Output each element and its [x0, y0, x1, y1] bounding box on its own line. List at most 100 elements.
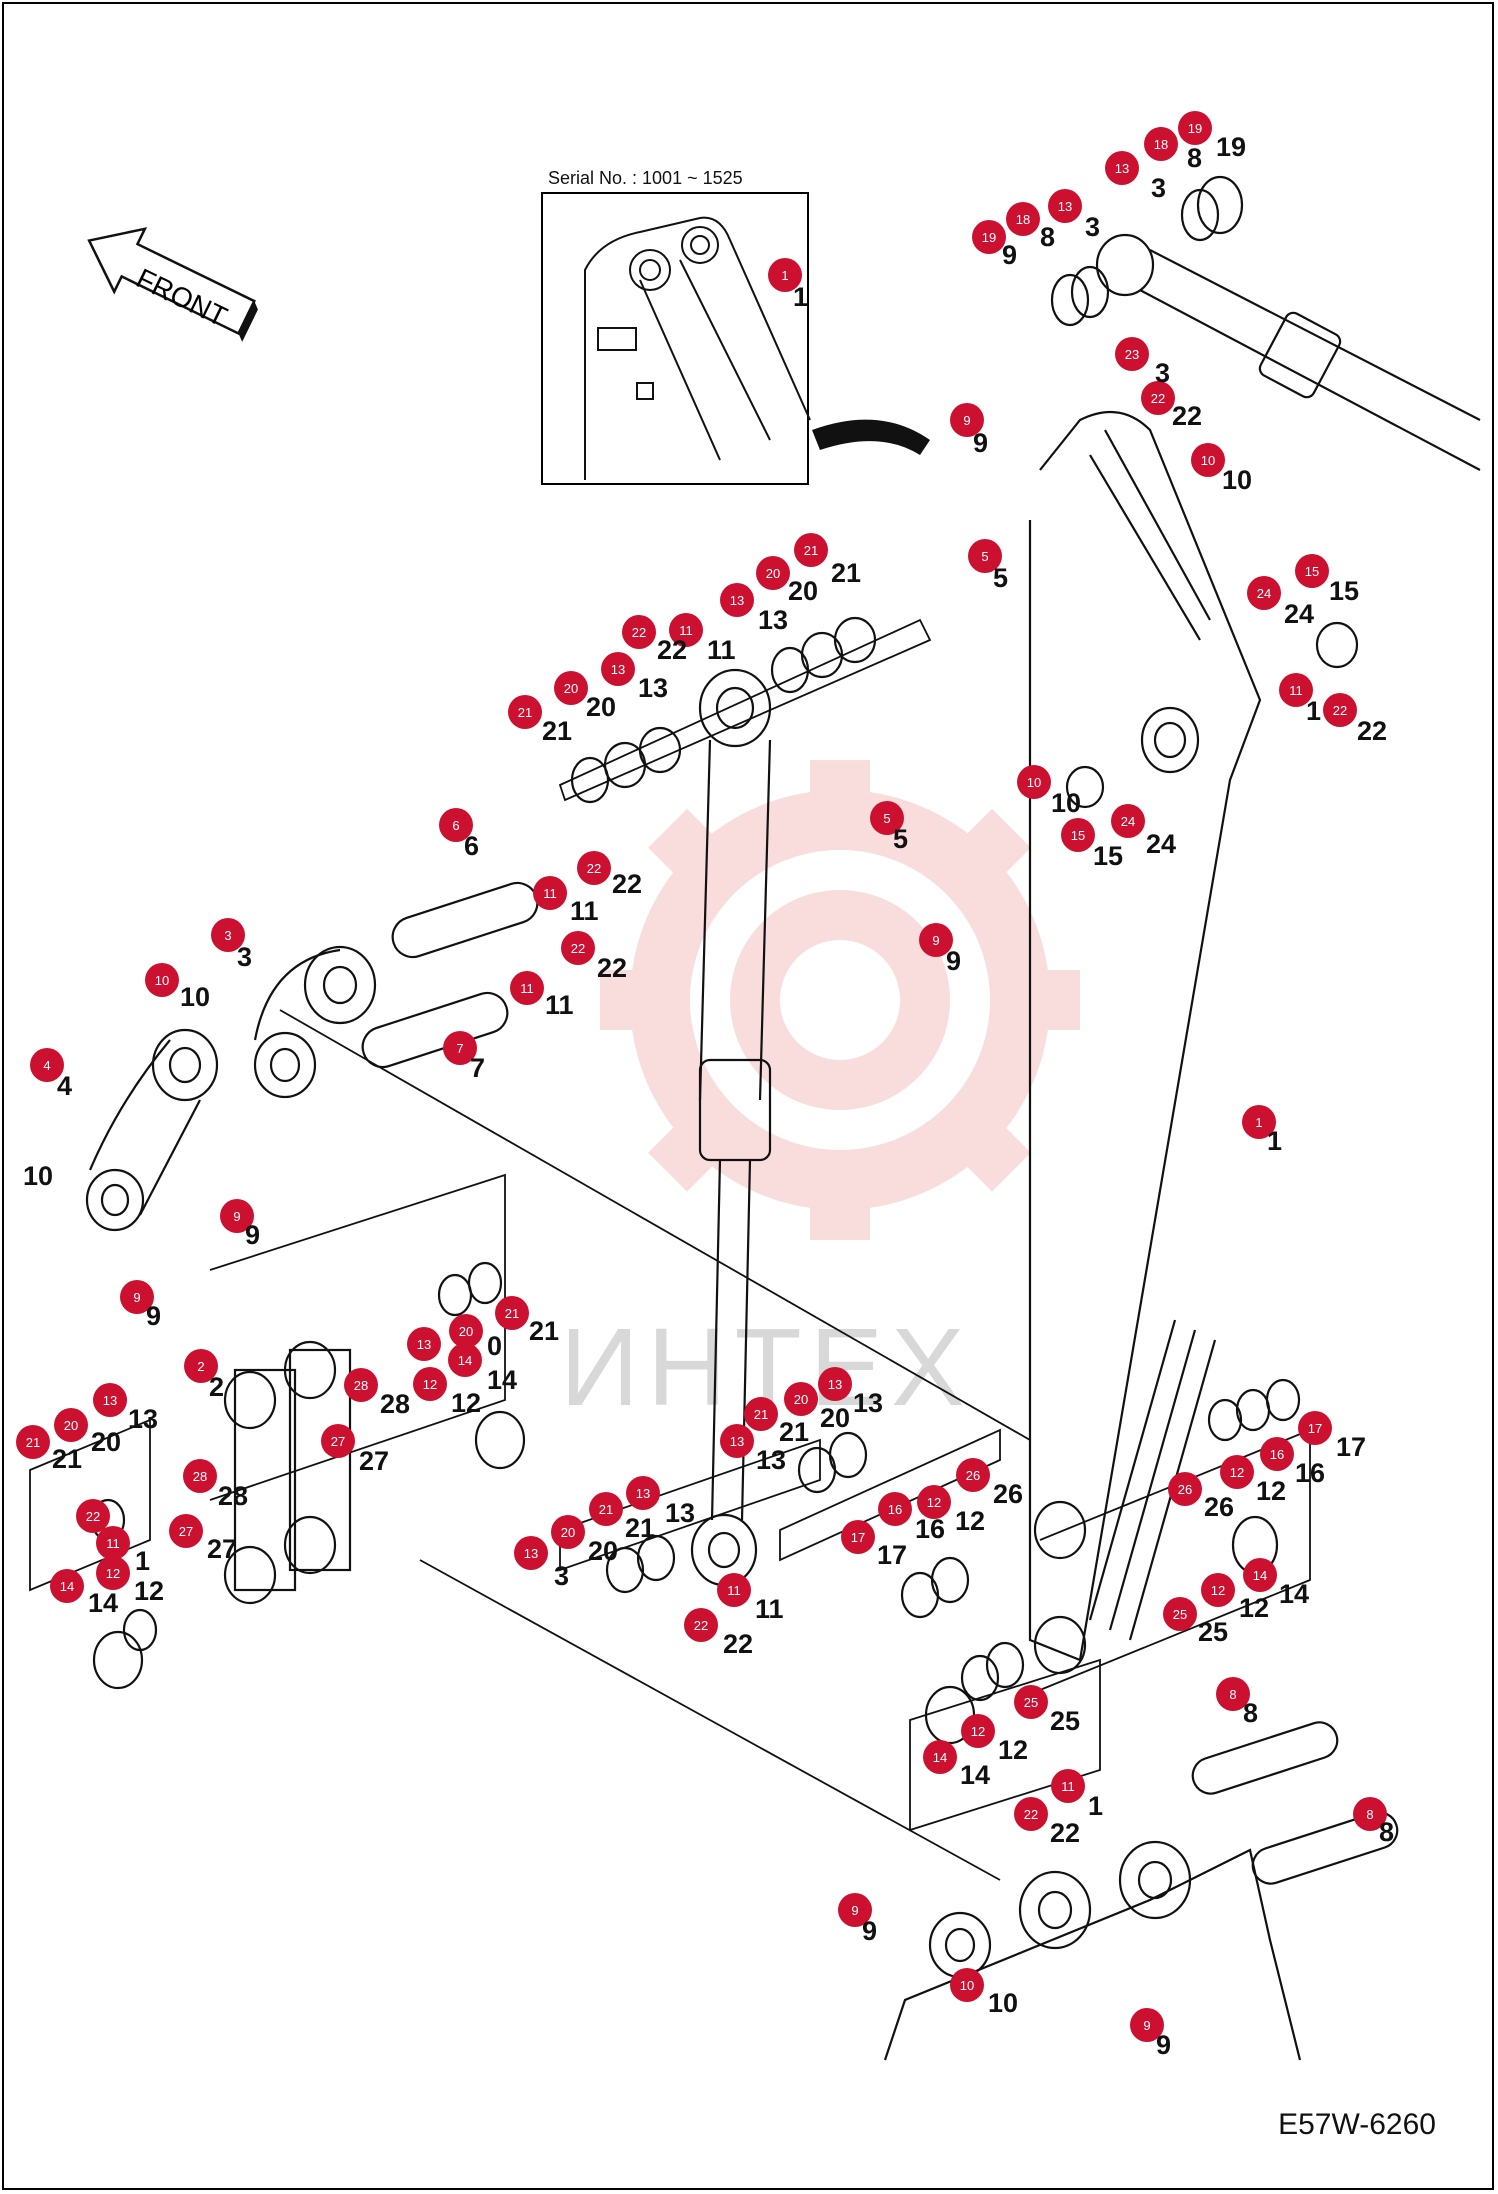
- part-number: 13: [853, 1388, 883, 1418]
- callout-21: 21: [589, 1492, 623, 1526]
- callout-label: 11: [1061, 1779, 1075, 1794]
- callout-label: 13: [1115, 161, 1129, 176]
- callout-label: 12: [1211, 1583, 1225, 1598]
- callout-label: 22: [1333, 703, 1347, 718]
- part-number: 11: [545, 990, 574, 1020]
- seal-rings: [90, 175, 1359, 1745]
- callout-label: 12: [971, 1724, 985, 1739]
- callout-label: 25: [1173, 1607, 1187, 1622]
- callout-14: 14: [448, 1343, 482, 1377]
- part-number: 3: [554, 1561, 569, 1591]
- callout-2: 2: [184, 1349, 218, 1383]
- callout-label: 13: [611, 662, 625, 677]
- callout-22: 22: [1323, 693, 1357, 727]
- part-number: 19: [1216, 132, 1246, 162]
- part-number: 22: [597, 953, 627, 983]
- part-number: 27: [359, 1446, 389, 1476]
- callout-16: 16: [878, 1492, 912, 1526]
- callout-14: 14: [1243, 1558, 1277, 1592]
- part-number: 7: [470, 1053, 485, 1083]
- callout-label: 18: [1154, 137, 1168, 152]
- part-number: 12: [955, 1506, 985, 1536]
- callout-label: 22: [694, 1618, 708, 1633]
- callout-27: 27: [169, 1514, 203, 1548]
- arm-cylinder: [690, 668, 772, 1587]
- callout-11: 11: [533, 876, 567, 910]
- part-number: 12: [1239, 1593, 1269, 1623]
- callout-12: 12: [1220, 1455, 1254, 1489]
- inset-boom-sketch: [584, 216, 811, 480]
- callout-label: 24: [1257, 586, 1271, 601]
- callout-9: 9: [220, 1199, 254, 1233]
- part-number: 10: [988, 1988, 1018, 2018]
- callout-13: 13: [1048, 189, 1082, 223]
- callout-label: 22: [86, 1509, 100, 1524]
- callout-12: 12: [96, 1556, 130, 1590]
- callout-5: 5: [968, 539, 1002, 573]
- callout-label: 13: [417, 1337, 431, 1352]
- callout-label: 11: [727, 1583, 741, 1598]
- callout-label: 22: [1151, 391, 1165, 406]
- callout-13: 13: [514, 1536, 548, 1570]
- part-number: 17: [877, 1540, 907, 1570]
- part-number: 20: [788, 576, 818, 606]
- callout-label: 17: [1308, 1421, 1322, 1436]
- serial-note: Serial No. : 1001 ~ 1525: [548, 168, 743, 188]
- part-number: 12: [998, 1735, 1028, 1765]
- callout-18: 18: [1006, 202, 1040, 236]
- callout-label: 3: [224, 928, 231, 943]
- callout-label: 13: [730, 1434, 744, 1449]
- callout-16: 16: [1260, 1437, 1294, 1471]
- callout-21: 21: [508, 695, 542, 729]
- callout-13: 13: [1105, 151, 1139, 185]
- part-number: 9: [245, 1220, 260, 1250]
- callout-label: 24: [1121, 814, 1135, 829]
- part-number: 16: [915, 1514, 945, 1544]
- callout-22: 22: [577, 851, 611, 885]
- callout-label: 13: [730, 593, 744, 608]
- callout-18: 18: [1144, 127, 1178, 161]
- callout-23: 23: [1115, 337, 1149, 371]
- callout-label: 2: [197, 1359, 204, 1374]
- part-number: 21: [542, 716, 572, 746]
- callout-8: 8: [1353, 1797, 1387, 1831]
- part-number: 13: [638, 673, 668, 703]
- part-number: 1: [1088, 1791, 1103, 1821]
- part-number: 10: [180, 982, 210, 1012]
- part-number: 9: [1002, 240, 1017, 270]
- callout-9: 9: [838, 1893, 872, 1927]
- callout-label: 8: [1229, 1687, 1236, 1702]
- part-number: 28: [380, 1389, 410, 1419]
- part-number: 22: [1172, 401, 1202, 431]
- part-number: 12: [134, 1576, 164, 1606]
- callout-22: 22: [622, 615, 656, 649]
- part-number: 8: [1040, 222, 1055, 252]
- callout-20: 20: [554, 671, 588, 705]
- callout-label: 12: [423, 1377, 437, 1392]
- serial-inset-box: [541, 192, 809, 485]
- callout-label: 9: [133, 1290, 140, 1305]
- part-number: 1: [1267, 1126, 1282, 1156]
- callout-22: 22: [1014, 1797, 1048, 1831]
- callout-9: 9: [919, 923, 953, 957]
- callout-25: 25: [1163, 1597, 1197, 1631]
- part-number: 10: [1222, 465, 1252, 495]
- callout-15: 15: [1061, 818, 1095, 852]
- part-number: 17: [1336, 1432, 1366, 1462]
- callout-label: 18: [1016, 212, 1030, 227]
- part-number: 28: [218, 1481, 248, 1511]
- callout-3: 3: [211, 918, 245, 952]
- callout-20: 20: [784, 1382, 818, 1416]
- part-number: 20: [588, 1536, 618, 1566]
- part-number: 24: [1146, 829, 1176, 859]
- callout-17: 17: [841, 1520, 875, 1554]
- inset-arrow: [812, 419, 930, 455]
- part-number: 9: [146, 1301, 161, 1331]
- callout-1: 1: [1242, 1105, 1276, 1139]
- callout-1: 1: [768, 258, 802, 292]
- part-number: 22: [612, 869, 642, 899]
- part-number: 1: [1306, 696, 1321, 726]
- part-number: 3: [1155, 358, 1170, 388]
